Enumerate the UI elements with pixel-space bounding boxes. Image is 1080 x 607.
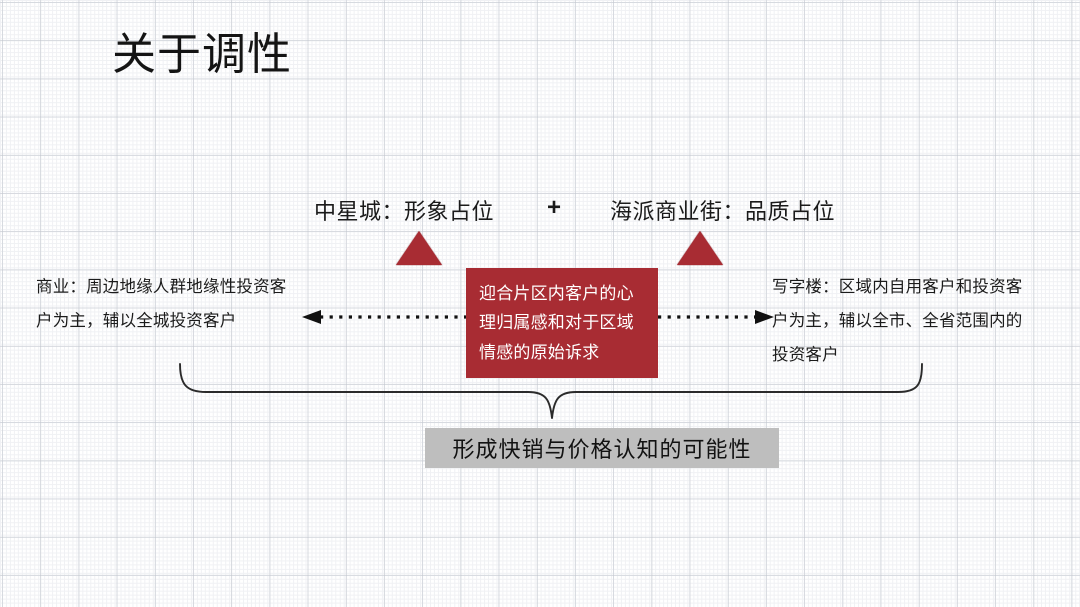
- headline-right-label: 海派商业街：品质占位: [610, 199, 836, 224]
- triangle-up-icon-left: [396, 231, 442, 265]
- right-paragraph: 写字楼：区域内自用客户和投资客户为主，辅以全市、全省范围内的投资客户: [772, 278, 1023, 364]
- center-red-callout: 迎合片区内客户的心理归属感和对于区域情感的原始诉求: [466, 268, 658, 378]
- dotted-arrow-right-icon: [658, 310, 774, 324]
- center-red-callout-text: 迎合片区内客户的心理归属感和对于区域情感的原始诉求: [479, 284, 634, 362]
- curly-brace-down-icon: [179, 363, 923, 419]
- headline-left-label: 中星城：形象占位: [314, 199, 495, 224]
- dotted-arrow-left-icon: [302, 310, 466, 324]
- conclusion-bar: 形成快销与价格认知的可能性: [425, 428, 779, 468]
- page-title: 关于调性: [112, 30, 292, 79]
- left-paragraph: 商业：周边地缘人群地缘性投资客户为主，辅以全城投资客户: [36, 278, 287, 330]
- headline-plus-symbol: +: [547, 194, 562, 221]
- triangle-up-icon-right: [677, 231, 723, 265]
- conclusion-bar-text: 形成快销与价格认知的可能性: [452, 437, 752, 462]
